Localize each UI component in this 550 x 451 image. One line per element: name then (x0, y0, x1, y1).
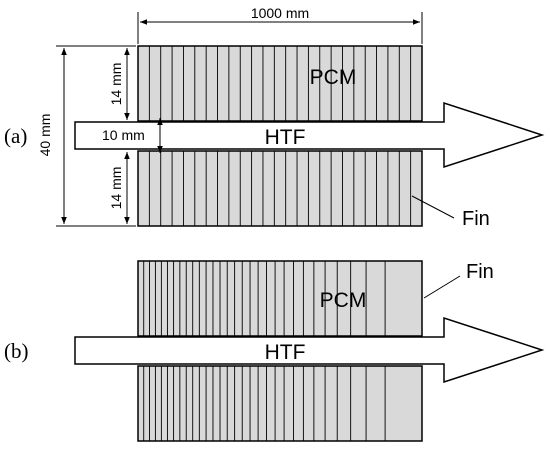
panel-a: HTF PCM Fin 1000 mm 40 mm 14 mm 14 mm 10… (4, 5, 545, 230)
fin-leader-line (423, 275, 461, 299)
pcm-top-block (137, 45, 423, 122)
panel-a-label: (a) (4, 124, 27, 148)
top-pcm-thickness-label: 14 mm (108, 63, 124, 106)
length-dimension-label: 1000 mm (251, 5, 309, 21)
total-height-label: 40 mm (37, 114, 53, 157)
htf-label: HTF (265, 126, 306, 149)
fins-uniform (148, 46, 412, 226)
pcm-label: PCM (320, 289, 367, 312)
panel-b: HTF PCM Fin (b) (4, 260, 545, 442)
fins-graded (143, 261, 386, 441)
htf-arrow (74, 316, 545, 384)
htf-label: HTF (265, 341, 306, 364)
htf-arrow (74, 101, 545, 169)
pcm-bottom-block (137, 150, 423, 227)
bottom-pcm-thickness-label: 14 mm (108, 167, 124, 210)
fin-leader-line (411, 195, 455, 219)
pcm-bottom-block (137, 365, 423, 442)
panel-b-label: (b) (4, 339, 29, 363)
tube-diameter-label: 10 mm (102, 127, 145, 143)
fin-label: Fin (466, 261, 494, 283)
pcm-label: PCM (310, 66, 357, 89)
pcm-top-block (137, 260, 423, 337)
fin-label: Fin (462, 208, 490, 230)
